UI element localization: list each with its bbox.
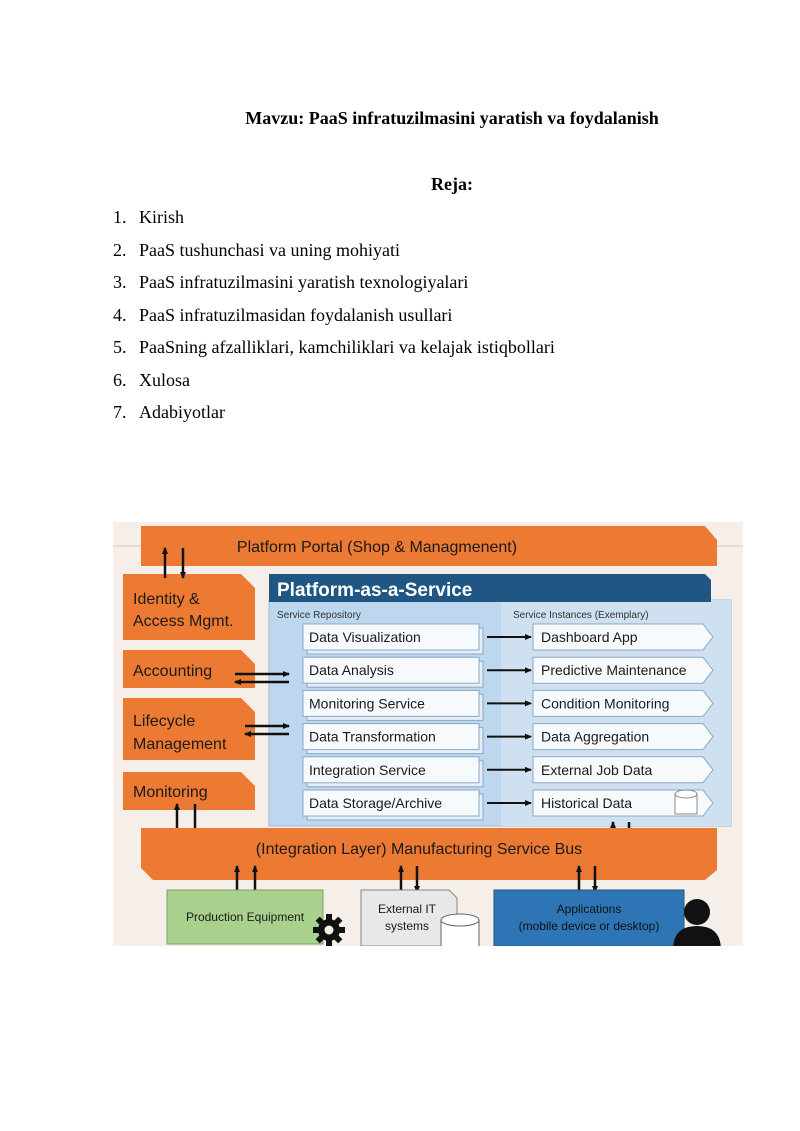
list-number: 3. (113, 272, 127, 292)
instance-label: Historical Data (541, 795, 632, 811)
identity-access-box: Identity & Access Mgmt. (123, 574, 255, 640)
gear-icon (313, 914, 345, 946)
instance-box (532, 756, 714, 784)
repo-service-label: Data Transformation (309, 729, 436, 745)
list-number: 4. (113, 304, 127, 325)
apps-label-line2: (mobile device or desktop) (519, 919, 660, 933)
external-label-line2: systems (385, 919, 429, 933)
portal-label: Platform Portal (Shop & Managmenent) (237, 539, 517, 556)
platform-portal-banner: Platform Portal (Shop & Managmenent) (141, 526, 717, 566)
instance-label: External Job Data (541, 762, 652, 778)
list-number: 1. (113, 207, 127, 227)
external-it-box: External IT systems (360, 889, 458, 946)
repo-service-label: Data Analysis (309, 662, 394, 678)
instance-box (532, 689, 714, 717)
apps-label-line1: Applications (557, 902, 622, 916)
list-item: 3. PaaS infratuzilmasini yaratish texnolo… (113, 268, 555, 301)
instance-box (532, 789, 714, 817)
list-item: 4. PaaS infratuzilmasidan foydalanish usu… (113, 301, 555, 334)
accounting-label: Accounting (133, 663, 212, 680)
list-number: 5. (113, 337, 127, 357)
list-item-text: PaaSning afzalliklari, kamchiliklari va … (139, 337, 555, 357)
instance-label: Dashboard App (541, 629, 638, 645)
list-number: 6. (113, 369, 127, 390)
instance-box (532, 656, 714, 684)
list-item-text: Adabiyotlar (139, 402, 225, 422)
production-equipment-box: Production Equipment (166, 889, 324, 945)
external-label-line1: External IT (378, 902, 437, 916)
identity-label-line2: Access Mgmt. (133, 613, 233, 630)
lifecycle-label-line1: Lifecycle (133, 713, 195, 730)
list-item: 2. PaaS tushunchasi va uning mohiyati (113, 236, 555, 269)
document-title: Mavzu: PaaS infratuzilmasini yaratish va… (245, 108, 659, 128)
applications-box: Applications (mobile device or desktop) (493, 889, 685, 946)
repo-box (302, 689, 480, 717)
instance-label: Condition Monitoring (541, 695, 669, 711)
repository-header: Service Repository (277, 610, 361, 621)
identity-label-line1: Identity & (133, 591, 200, 608)
plan-heading: Reja: (431, 174, 473, 194)
user-icon (673, 899, 721, 946)
bus-label: (Integration Layer) Manufacturing Servic… (256, 841, 582, 858)
integration-bus: (Integration Layer) Manufacturing Servic… (141, 828, 717, 880)
monitoring-box: Monitoring (123, 772, 255, 810)
production-label: Production Equipment (186, 910, 305, 924)
repo-service-label: Data Visualization (309, 629, 421, 645)
paas-architecture-diagram: Platform Portal (Shop & Managmenent) Ide… (113, 522, 743, 946)
repo-service-label: Data Storage/Archive (309, 795, 442, 811)
instance-label: Data Aggregation (541, 729, 649, 745)
repo-box (302, 623, 480, 651)
list-number: 7. (113, 402, 127, 422)
storage-icon-top (674, 789, 698, 799)
list-item-text: Kirish (139, 207, 184, 227)
instances-header: Service Instances (Exemplary) (513, 610, 649, 621)
lifecycle-box: Lifecycle Management (123, 698, 255, 760)
repo-service-label: Monitoring Service (309, 695, 425, 711)
list-item: 7. Adabiyotlar (113, 398, 555, 431)
list-item-text: PaaS infratuzilmasidan foydalanish usull… (139, 304, 453, 325)
list-item-text: PaaS infratuzilmasini yaratish texnologi… (139, 272, 469, 292)
list-item: 5. PaaSning afzalliklari, kamchiliklari v… (113, 333, 555, 366)
paas-title: Platform-as-a-Service (277, 580, 472, 601)
lifecycle-label-line2: Management (133, 736, 227, 753)
list-item-text: PaaS tushunchasi va uning mohiyati (139, 239, 400, 260)
repo-box (302, 723, 480, 751)
accounting-box: Accounting (123, 650, 255, 688)
repo-box (302, 656, 480, 684)
database-icon (440, 913, 480, 946)
repo-box (302, 789, 480, 817)
plan-list: 1. Kirish 2. PaaS tushunchasi va uning moh… (113, 203, 555, 431)
instance-label: Predictive Maintenance (541, 662, 687, 678)
list-item-text: Xulosa (139, 369, 190, 390)
list-item: 1. Kirish (113, 203, 555, 236)
repo-box (302, 756, 480, 784)
repo-service-label: Integration Service (309, 762, 426, 778)
instance-box (532, 623, 714, 651)
list-item: 6. Xulosa (113, 366, 555, 399)
monitoring-label: Monitoring (133, 784, 208, 801)
instance-box (532, 723, 714, 751)
list-number: 2. (113, 239, 127, 260)
